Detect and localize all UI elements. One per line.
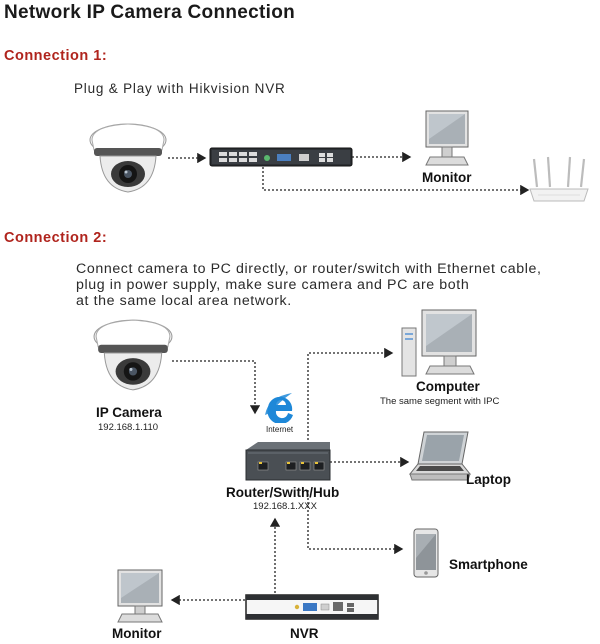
router-address: 192.168.1.XXX	[253, 501, 317, 512]
ip-camera-label: IP Camera	[96, 405, 162, 420]
connection-2-description-line-1: Connect camera to PC directly, or router…	[76, 261, 542, 277]
internet-label: Internet	[266, 425, 294, 434]
nvr-label: NVR	[290, 626, 319, 641]
connection-2-monitor-label: Monitor	[112, 626, 162, 641]
ip-camera-address: 192.168.1.110	[98, 422, 159, 433]
network-switch-icon	[245, 442, 331, 481]
monitor-icon	[117, 569, 163, 623]
nvr-icon	[209, 147, 353, 167]
page-title: Network IP Camera Connection	[4, 2, 296, 23]
connection-2-description: Connect camera to PC directly, or router…	[76, 261, 600, 309]
smartphone-icon	[413, 528, 439, 578]
connection-1-monitor-label: Monitor	[422, 170, 472, 185]
connection-2-description-line-2: plug in power supply, make sure camera a…	[76, 277, 470, 293]
monitor-icon	[425, 110, 469, 166]
laptop-icon	[408, 431, 472, 481]
connection-1-heading: Connection 1:	[4, 48, 108, 64]
dome-camera-icon	[89, 123, 167, 193]
connection-2-heading: Connection 2:	[4, 230, 108, 246]
dome-camera-icon	[93, 319, 173, 391]
desktop-computer-icon	[401, 309, 477, 377]
connection-2-description-line-3: at the same local area network.	[76, 293, 292, 309]
nvr-icon	[245, 594, 379, 620]
internet-explorer-icon	[265, 393, 293, 423]
computer-label: Computer	[416, 379, 480, 394]
computer-note: The same segment with IPC	[380, 396, 500, 407]
router-label: Router/Swith/Hub	[226, 485, 340, 500]
smartphone-label: Smartphone	[449, 557, 528, 572]
laptop-label: Laptop	[466, 472, 511, 487]
connection-1-description: Plug & Play with Hikvision NVR	[74, 81, 286, 96]
wifi-router-icon	[529, 156, 589, 202]
